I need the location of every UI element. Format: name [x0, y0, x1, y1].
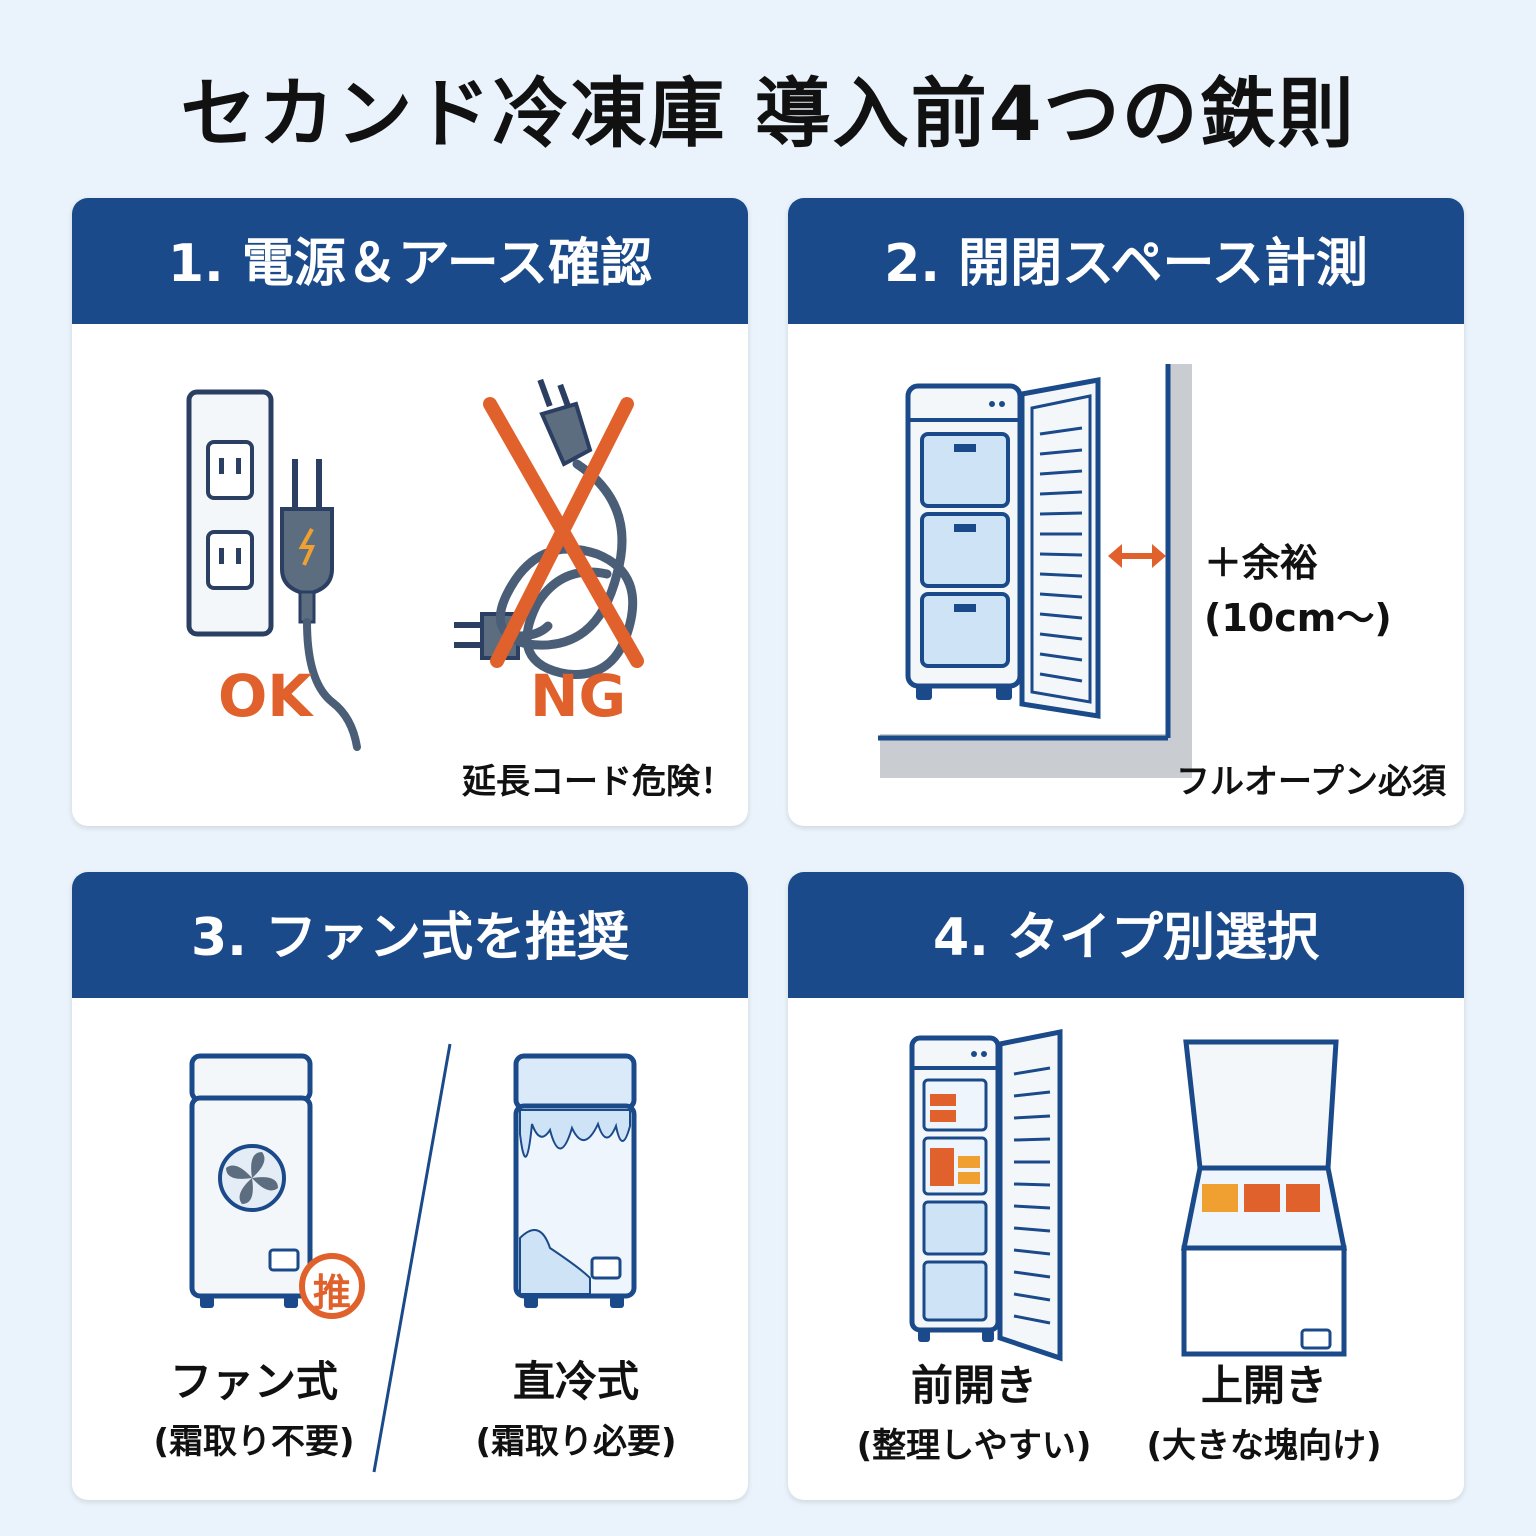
tangled-extension-cord-icon: [454, 378, 638, 679]
front-opening-sub: (整理しやすい): [856, 1426, 1092, 1466]
double-arrow-icon: [1108, 544, 1166, 568]
ng-label: NG: [530, 662, 627, 730]
full-open-note: フルオープン必須: [1176, 762, 1446, 802]
recommend-badge-text: 推: [313, 1271, 352, 1315]
wall-icon: [878, 364, 1192, 778]
page-title: セカンド冷凍庫 導入前4つの鉄則: [180, 69, 1356, 158]
direct-cool-label: 直冷式: [512, 1357, 639, 1406]
ok-label: OK: [218, 662, 313, 730]
margin-label: ＋余裕 (10cm〜): [1204, 541, 1392, 640]
fan-freezer-icon: [189, 1053, 313, 1308]
fan-type-label: ファン式: [169, 1357, 338, 1406]
front-opening-freezer-icon: [909, 1028, 1063, 1362]
extension-cord-warning: 延長コード危険！: [462, 762, 734, 802]
open-upright-freezer-icon: [905, 376, 1101, 719]
cross-mark-icon: [483, 397, 644, 668]
card-heading: 1. 電源＆アース確認: [72, 198, 748, 324]
card-body: ＋余裕 (10cm〜) フルオープン必須: [788, 324, 1464, 826]
divider: [372, 1043, 452, 1473]
card-door-space: 2. 開閉スペース計測: [788, 198, 1464, 826]
card-body: OK NG 延長コード危険！: [72, 324, 748, 826]
card-heading: 3. ファン式を推奨: [72, 872, 748, 998]
card-power-earth: 1. 電源＆アース確認: [72, 198, 748, 826]
direct-cool-sub: (霜取り必要): [475, 1422, 677, 1462]
frosted-freezer-icon: [513, 1053, 637, 1308]
card-body: 前開き (整理しやすい) 上開き (大きな塊向け): [788, 998, 1464, 1500]
recommend-badge: [299, 1253, 365, 1319]
card-fan-type: 3. ファン式を推奨: [72, 872, 748, 1500]
front-opening-label: 前開き: [910, 1361, 1037, 1410]
card-heading: 4. タイプ別選択: [788, 872, 1464, 998]
card-type-selection: 4. タイプ別選択: [788, 872, 1464, 1500]
chest-freezer-icon: [1180, 1039, 1348, 1357]
card-heading: 2. 開閉スペース計測: [788, 198, 1464, 324]
plug-icon: [280, 459, 361, 751]
top-opening-sub: (大きな塊向け): [1146, 1426, 1382, 1466]
wall-outlet-icon: [186, 389, 274, 637]
top-opening-label: 上開き: [1200, 1361, 1327, 1410]
fan-type-sub: (霜取り不要): [153, 1422, 355, 1462]
card-body: 推 ファン式 (霜取り不要) 直冷式 (霜取り必要): [72, 998, 748, 1500]
